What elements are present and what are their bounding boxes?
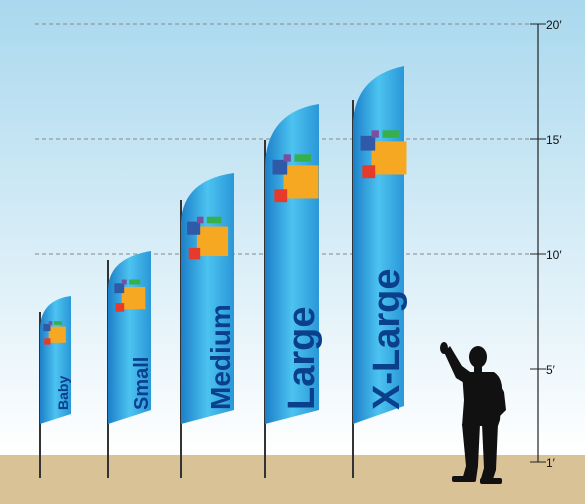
scale-label-10: 10′	[546, 248, 562, 262]
logo-squares-icon	[114, 279, 146, 312]
scale-label-5: 5′	[546, 363, 556, 377]
scale-label-15: 15′	[546, 133, 562, 147]
logo-squares-icon	[272, 154, 319, 203]
logo-squares-icon	[43, 321, 66, 345]
scale-label-1: 1′	[546, 456, 556, 470]
pointing-man-silhouette-icon	[440, 342, 506, 484]
flag-x-large: X-Large	[352, 66, 408, 478]
flag-label-medium: Medium	[205, 304, 236, 410]
flag-label-small: Small	[131, 357, 153, 410]
flag-label-baby: Baby	[55, 376, 71, 410]
flag-large: Large	[264, 104, 323, 478]
logo-squares-icon	[187, 216, 229, 260]
flag-medium: Medium	[180, 173, 236, 478]
flag-label-x-large: X-Large	[366, 269, 408, 410]
flag-baby: Baby	[39, 296, 71, 478]
height-ruler	[530, 23, 546, 463]
scale-label-20: 20′	[546, 18, 562, 32]
flag-small: Small	[107, 251, 153, 478]
logo-squares-icon	[360, 130, 407, 179]
flag-label-large: Large	[281, 307, 323, 410]
